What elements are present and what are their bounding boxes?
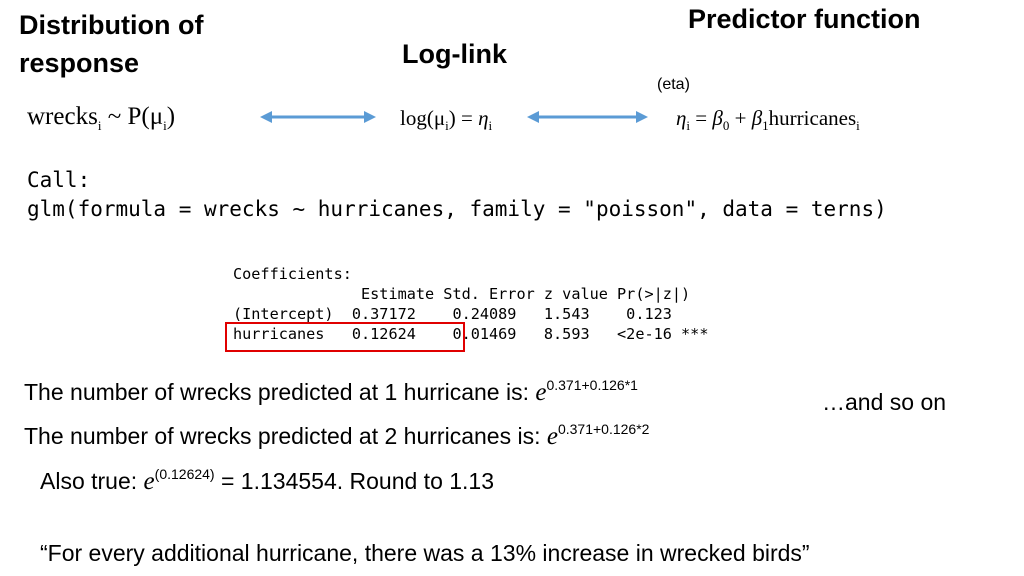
call-block: Call: glm(formula = wrecks ~ hurricanes,… bbox=[27, 166, 887, 224]
highlight-box bbox=[225, 322, 465, 352]
coefficients-row-intercept: (Intercept) 0.37172 0.24089 1.543 0.123 bbox=[233, 305, 672, 323]
prediction-2-hurricanes: The number of wrecks predicted at 2 hurr… bbox=[24, 421, 650, 450]
distribution-heading-line1: Distribution of bbox=[19, 10, 204, 40]
also-true-line: Also true: e(0.12624) = 1.134554. Round … bbox=[40, 466, 495, 495]
and-so-on: …and so on bbox=[822, 389, 947, 415]
link-formula: log(μi) = ηi bbox=[400, 106, 493, 134]
distribution-heading-line2: response bbox=[19, 48, 140, 78]
loglink-heading: Log-link bbox=[402, 39, 507, 69]
coefficients-table: Coefficients: Estimate Std. Error z valu… bbox=[233, 264, 708, 344]
interpretation-quote: “For every additional hurricane, there w… bbox=[40, 540, 810, 566]
prediction-1-hurricane: The number of wrecks predicted at 1 hurr… bbox=[24, 377, 638, 406]
double-arrow-icon bbox=[260, 111, 376, 123]
call-text: glm(formula = wrecks ~ hurricanes, famil… bbox=[27, 197, 887, 221]
eta-note: (eta) bbox=[657, 76, 690, 93]
coefficients-title: Coefficients: bbox=[233, 265, 352, 283]
predictor-formula: ηi = β0 + β1hurricanesi bbox=[676, 106, 860, 134]
double-arrow-icon bbox=[527, 111, 648, 123]
distribution-formula: wrecksi ~ P(μi) bbox=[27, 103, 176, 133]
coefficients-row-hurricanes: hurricanes 0.12624 0.01469 8.593 <2e-16 … bbox=[233, 325, 709, 343]
coefficients-header: Estimate Std. Error z value Pr(>|z|) bbox=[233, 285, 691, 303]
predictor-heading: Predictor function bbox=[688, 4, 921, 34]
distribution-heading: Distribution of response bbox=[19, 6, 203, 82]
call-label: Call: bbox=[27, 168, 91, 192]
